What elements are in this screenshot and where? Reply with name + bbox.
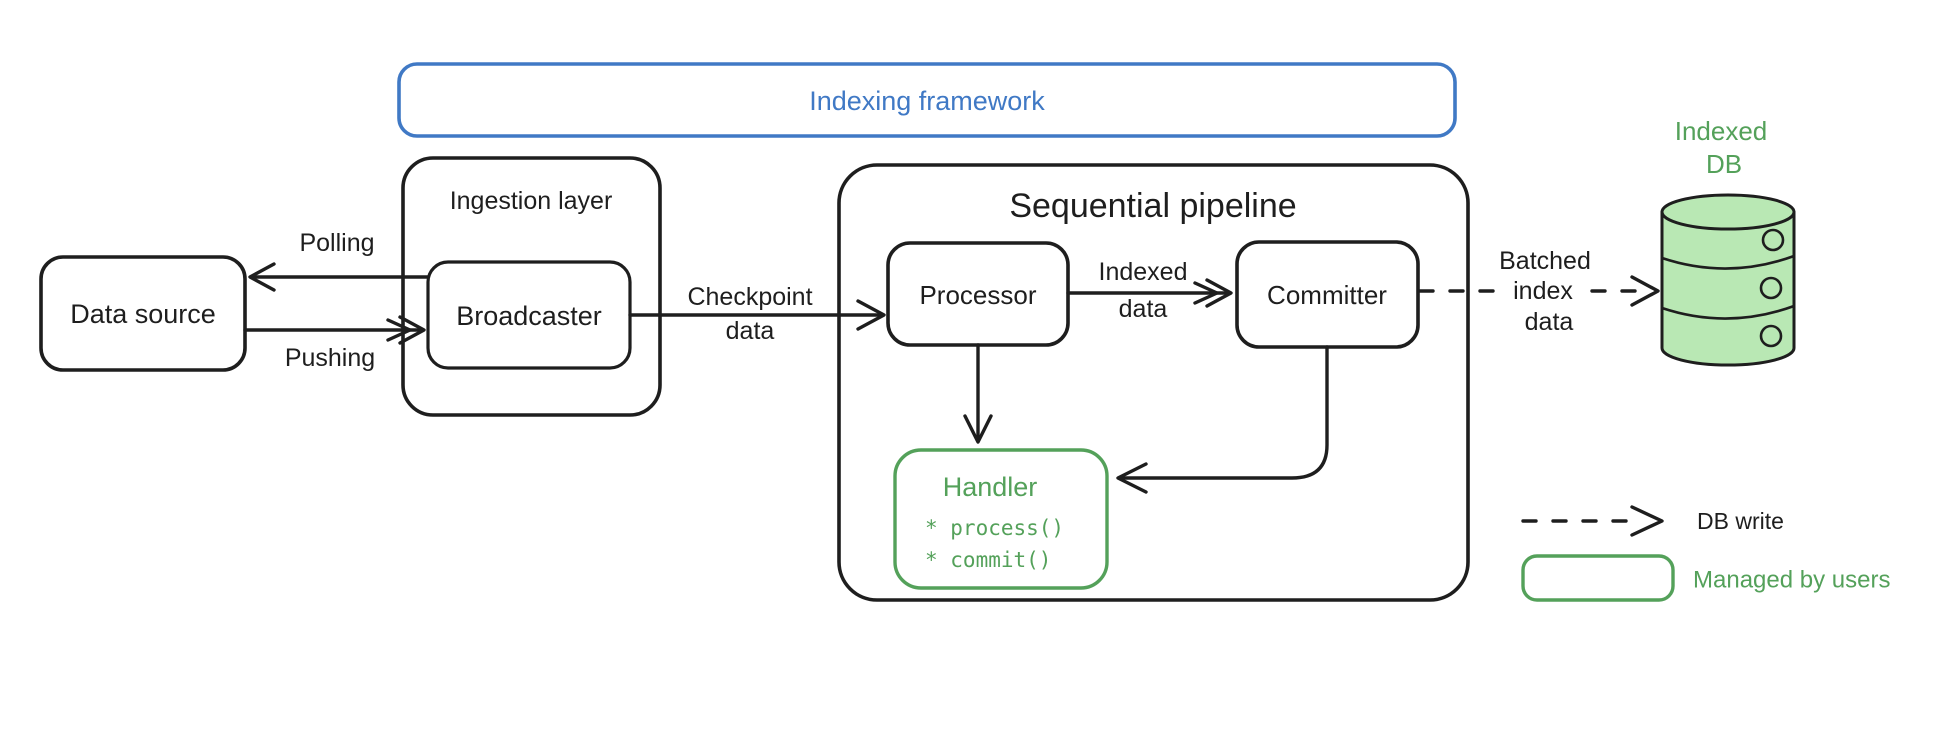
indexed-db-label-line2: DB bbox=[1706, 149, 1742, 179]
indexed-db-cylinder-icon bbox=[1660, 193, 1796, 367]
batched-index-data-arrow bbox=[1418, 275, 1660, 307]
indexed-data-label-line2: data bbox=[1119, 295, 1168, 323]
pushing-arrow bbox=[243, 315, 426, 345]
sequential-pipeline-box bbox=[837, 163, 1470, 602]
handler-node bbox=[893, 448, 1109, 590]
sequential-pipeline-title: Sequential pipeline bbox=[1009, 187, 1296, 225]
processor-label: Processor bbox=[919, 280, 1036, 310]
broadcaster-label: Broadcaster bbox=[456, 301, 602, 331]
checkpoint-data-label-line2: data bbox=[726, 317, 775, 345]
handler-method-commit: * commit() bbox=[925, 548, 1051, 572]
indexing-framework-frame bbox=[397, 62, 1457, 138]
batched-index-data-label-line2: index bbox=[1513, 277, 1573, 305]
batched-index-data-label-line1: Batched bbox=[1499, 247, 1591, 275]
polling-arrow bbox=[248, 262, 430, 292]
committer-label: Committer bbox=[1267, 280, 1387, 310]
legend-managed-by-users-label: Managed by users bbox=[1693, 567, 1890, 594]
batched-index-data-label-line3: data bbox=[1525, 308, 1574, 336]
data-source-node bbox=[39, 255, 247, 372]
indexed-db-label-line1: Indexed bbox=[1675, 116, 1768, 146]
ingestion-layer-label: Ingestion layer bbox=[450, 187, 613, 215]
legend-managed-by-users-swatch bbox=[1521, 554, 1675, 602]
handler-method-process: * process() bbox=[925, 516, 1064, 540]
indexed-data-arrow bbox=[1066, 278, 1233, 308]
legend-db-write-arrow-icon bbox=[1521, 505, 1664, 537]
pushing-label: Pushing bbox=[285, 344, 375, 372]
committer-to-handler-arrow bbox=[1116, 345, 1329, 494]
indexing-framework-title: Indexing framework bbox=[809, 86, 1045, 116]
legend-db-write-label: DB write bbox=[1697, 508, 1784, 534]
processor-to-handler-arrow bbox=[963, 343, 993, 444]
ingestion-layer-box bbox=[401, 156, 662, 417]
handler-label: Handler bbox=[943, 472, 1038, 502]
checkpoint-data-label-line1: Checkpoint bbox=[687, 283, 812, 311]
polling-label: Polling bbox=[299, 229, 374, 257]
data-source-label: Data source bbox=[70, 299, 216, 329]
indexed-data-label-line1: Indexed bbox=[1099, 258, 1188, 286]
